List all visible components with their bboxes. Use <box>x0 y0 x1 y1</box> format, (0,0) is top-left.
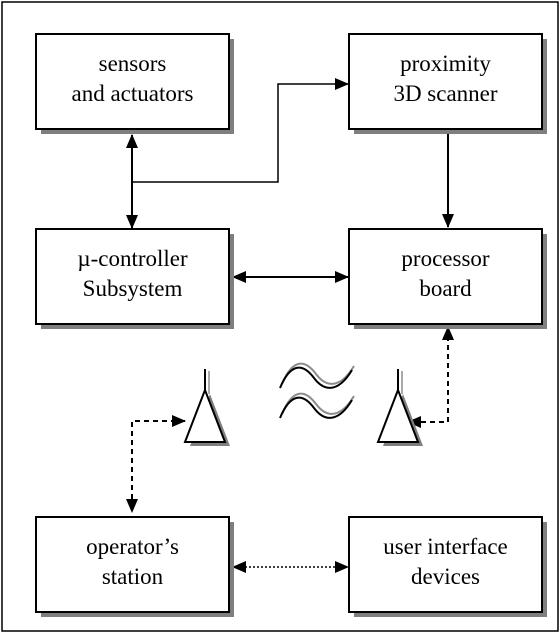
node-label-line1: sensors <box>99 51 167 76</box>
node-operator: operator’s station <box>35 516 234 617</box>
link-processor-antenna <box>407 326 454 428</box>
node-label-line1: proximity <box>400 51 491 76</box>
node-label-line2: Subsystem <box>83 276 183 301</box>
node-sensors: sensors and actuators <box>35 33 234 134</box>
connections <box>126 78 454 573</box>
node-user-devices: user interface devices <box>348 516 547 617</box>
node-box <box>348 516 543 613</box>
node-label-line1: µ-controller <box>77 246 188 271</box>
node-label-line1: processor <box>401 246 489 271</box>
node-label-line2: and actuators <box>72 81 194 106</box>
node-box <box>35 516 230 613</box>
node-label-line1: operator’s <box>86 534 179 559</box>
node-box <box>35 228 230 325</box>
node-label-line2: devices <box>411 564 480 589</box>
node-box <box>35 33 230 130</box>
radio-wave-icon <box>279 362 355 419</box>
node-label-line2: station <box>102 564 164 589</box>
link-sensors-scanner <box>132 78 349 183</box>
node-label-line2: 3D scanner <box>393 81 497 106</box>
node-controller: µ-controller Subsystem <box>35 228 234 329</box>
node-box <box>348 228 543 325</box>
node-label-line2: board <box>419 276 472 301</box>
antenna-right-icon <box>376 369 423 446</box>
antenna-left-icon <box>183 369 230 446</box>
node-label-line1: user interface <box>383 534 508 559</box>
node-processor: processor board <box>348 228 547 329</box>
node-scanner: proximity 3D scanner <box>348 33 547 134</box>
node-box <box>348 33 543 130</box>
